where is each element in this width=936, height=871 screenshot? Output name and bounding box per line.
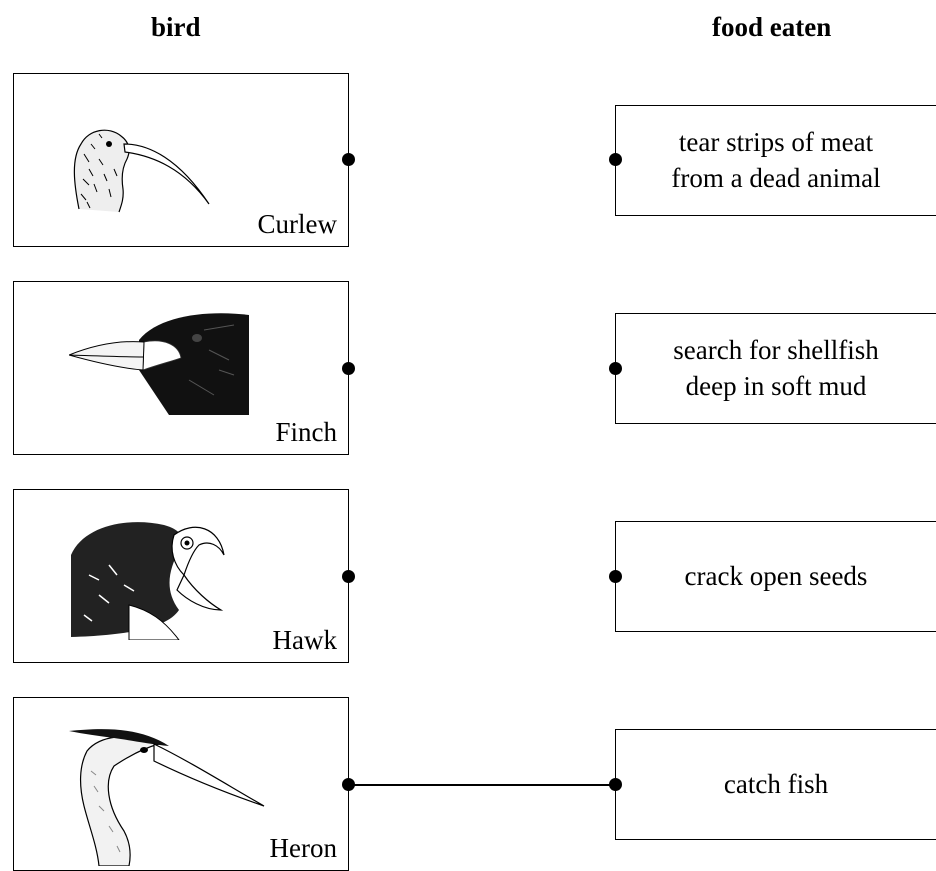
food-box: crack open seeds	[615, 521, 936, 632]
bird-connector-dot[interactable]	[342, 153, 355, 166]
food-connector-dot[interactable]	[609, 362, 622, 375]
food-box: tear strips of meat from a dead animal	[615, 105, 936, 216]
finch-head-icon	[69, 310, 249, 415]
bird-box-curlew: Curlew	[13, 73, 349, 247]
food-text: tear strips of meat from a dead animal	[671, 125, 880, 195]
bird-box-finch: Finch	[13, 281, 349, 455]
curlew-head-icon	[69, 114, 224, 214]
bird-connector-dot[interactable]	[342, 362, 355, 375]
connection-line-heron-catch-fish	[348, 784, 616, 786]
food-text: crack open seeds	[685, 559, 868, 594]
food-column-header: food eaten	[712, 12, 831, 43]
bird-name: Curlew	[258, 209, 337, 240]
bird-name: Heron	[270, 833, 337, 864]
food-text: catch fish	[724, 767, 828, 802]
food-connector-dot[interactable]	[609, 153, 622, 166]
bird-name: Hawk	[273, 625, 337, 656]
heron-head-icon	[69, 726, 269, 866]
food-box: search for shellfish deep in soft mud	[615, 313, 936, 424]
bird-box-heron: Heron	[13, 697, 349, 871]
bird-connector-dot[interactable]	[342, 570, 355, 583]
food-box: catch fish	[615, 729, 936, 840]
bird-box-hawk: Hawk	[13, 489, 349, 663]
food-text: search for shellfish deep in soft mud	[673, 333, 878, 403]
food-connector-dot[interactable]	[609, 570, 622, 583]
bird-column-header: bird	[151, 12, 201, 43]
hawk-head-icon	[69, 515, 229, 640]
bird-name: Finch	[275, 417, 337, 448]
